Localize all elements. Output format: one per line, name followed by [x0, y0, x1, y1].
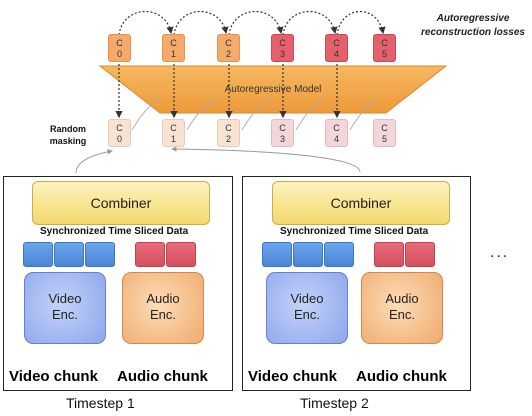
sync-data-label-1: Synchronized Time Sliced Data	[40, 226, 189, 237]
top-token-4: C 4	[325, 34, 348, 62]
token-index: 3	[279, 134, 285, 144]
video-chunk-label-2: Video chunk	[248, 368, 337, 385]
token-index: 3	[279, 49, 285, 59]
top-token-3: C 3	[271, 34, 294, 62]
audio-encoder-line-1: Audio	[146, 291, 180, 306]
arc-1-2	[173, 11, 229, 36]
masking-label: Random masking	[40, 123, 96, 147]
token-index: 2	[225, 134, 231, 144]
masked-token-3: C 3	[271, 119, 294, 147]
token-letter: C	[381, 123, 388, 133]
token-letter: C	[381, 38, 388, 48]
top-token-5: C 5	[373, 34, 396, 62]
audio-feature-2b	[405, 242, 435, 267]
audio-feature-1a	[135, 242, 165, 267]
timestep-label-1: Timestep 1	[66, 395, 135, 411]
token-letter: C	[279, 123, 286, 133]
video-encoder-line-2: Enc.	[293, 307, 320, 322]
token-index: 0	[116, 134, 122, 144]
audio-chunk-label-2: Audio chunk	[356, 368, 447, 385]
masking-links	[115, 64, 341, 119]
video-feature-1b	[54, 242, 84, 267]
combiner-box-2: Combiner	[272, 181, 450, 225]
masked-token-2: C 2	[217, 119, 240, 147]
sync-data-label-2: Synchronized Time Sliced Data	[280, 226, 429, 237]
audio-encoder-line-2: Enc.	[149, 307, 176, 322]
token-letter: C	[170, 38, 177, 48]
video-feature-2c	[324, 242, 354, 267]
arc-3-4	[282, 11, 338, 36]
top-token-2: C 2	[217, 34, 240, 62]
audio-chunk-label-1: Audio chunk	[117, 368, 208, 385]
arc-0-1	[118, 11, 174, 36]
token-letter: C	[279, 38, 286, 48]
token-letter: C	[225, 123, 232, 133]
losses-label-line-1: Autoregressive	[436, 13, 510, 24]
losses-label-line-2: reconstruction losses	[421, 27, 525, 38]
arc-4-5	[336, 10, 386, 36]
token-index: 0	[116, 49, 122, 59]
audio-encoder-2: Audio Enc.	[361, 272, 443, 344]
top-token-1: C 1	[162, 34, 185, 62]
token-index: 5	[381, 49, 387, 59]
video-encoder-2: Video Enc.	[266, 272, 348, 344]
token-letter: C	[225, 38, 232, 48]
audio-encoder-line-2: Enc.	[388, 307, 415, 322]
combiner-token-connectors	[75, 146, 361, 174]
model-label: Autoregressive Model	[224, 84, 322, 95]
audio-encoder-line-1: Audio	[385, 291, 419, 306]
arc-2-3	[228, 11, 284, 36]
token-letter: C	[170, 123, 177, 133]
combiner-box-1: Combiner	[32, 181, 210, 225]
masking-label-line-2: masking	[49, 136, 87, 146]
video-encoder-line-1: Video	[48, 291, 82, 306]
video-feature-2a	[262, 242, 292, 267]
video-chunk-label-1: Video chunk	[9, 368, 98, 385]
video-feature-1c	[85, 242, 115, 267]
audio-feature-2a	[374, 242, 404, 267]
masked-token-4: C 4	[325, 119, 348, 147]
masked-token-1: C 1	[162, 119, 185, 147]
losses-label: Autoregressive reconstruction losses	[416, 12, 530, 40]
token-letter: C	[116, 38, 123, 48]
video-encoder-line-2: Enc.	[51, 307, 78, 322]
token-index: 5	[381, 134, 387, 144]
video-feature-1a	[23, 242, 53, 267]
autoregressive-model-shape	[98, 65, 448, 114]
masked-token-0: C 0	[108, 119, 131, 147]
top-token-0: C 0	[108, 34, 131, 62]
video-encoder-1: Video Enc.	[24, 272, 106, 344]
masking-label-line-1: Random	[50, 124, 86, 134]
video-encoder-line-1: Video	[290, 291, 324, 306]
masked-token-5: C 5	[373, 119, 396, 147]
prediction-arcs	[118, 10, 386, 36]
audio-encoder-1: Audio Enc.	[122, 272, 204, 344]
token-index: 1	[170, 134, 176, 144]
model-input-arrows	[131, 97, 379, 131]
token-index: 4	[333, 49, 339, 59]
token-index: 1	[170, 49, 176, 59]
token-letter: C	[333, 38, 340, 48]
audio-feature-1b	[166, 242, 196, 267]
token-letter: C	[333, 123, 340, 133]
token-index: 2	[225, 49, 231, 59]
video-feature-2b	[293, 242, 323, 267]
token-letter: C	[116, 123, 123, 133]
token-index: 4	[333, 134, 339, 144]
timestep-label-2: Timestep 2	[300, 395, 369, 411]
continuation-ellipsis: ...	[490, 244, 510, 261]
